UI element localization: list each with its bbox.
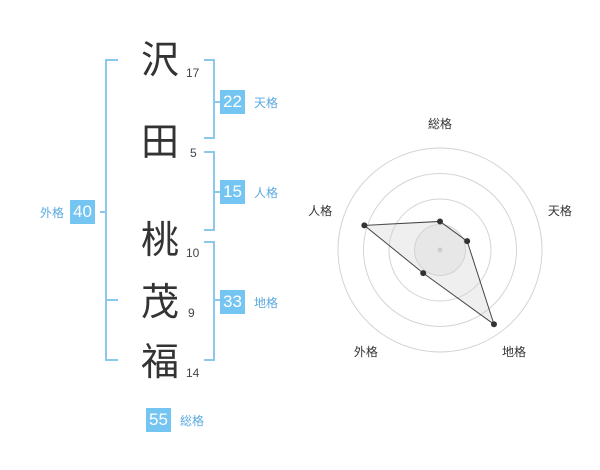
name-char-5: 福 [140, 340, 179, 384]
radar-axis-label-2: 天格 [548, 203, 572, 218]
radar-point-5 [361, 222, 368, 229]
name-char-3: 桃 [140, 218, 179, 262]
soukaku-value: 55 [146, 408, 171, 432]
gaikaku-label: 外格 [40, 206, 65, 220]
stroke-count-2: 5 [190, 146, 197, 160]
radar-ring-2 [388, 198, 492, 302]
radar-series-polygon [363, 220, 495, 326]
tenkaku-label: 天格 [254, 96, 279, 110]
jinkaku-value: 15 [220, 180, 245, 204]
jinkaku-bracket [204, 151, 215, 231]
radar-axis-label-1: 総格 [428, 116, 452, 131]
radar-point-2 [464, 238, 471, 245]
chikaku-value: 33 [220, 290, 245, 314]
chikaku-bracket [204, 241, 215, 361]
radar-point-1 [437, 218, 443, 225]
name-char-1: 沢 [140, 38, 179, 82]
stroke-count-3: 10 [186, 246, 200, 260]
radar-axis-label-3: 地格 [502, 344, 526, 359]
chikaku-label: 地格 [254, 296, 279, 310]
radar-point-3 [490, 321, 497, 328]
name-char-4: 茂 [140, 280, 179, 324]
stroke-count-5: 14 [186, 366, 200, 380]
radar-ring-3 [363, 173, 517, 327]
tenkaku-value: 22 [220, 90, 245, 114]
gaikaku-bracket [105, 59, 118, 361]
stroke-count-1: 17 [186, 66, 200, 80]
radar-point-4 [420, 270, 427, 277]
radar-center [437, 247, 443, 253]
radar-axis-label-5: 人格 [308, 203, 332, 218]
gaikaku-value: 40 [70, 200, 95, 224]
bracket-lines [100, 59, 220, 361]
soukaku-label: 総格 [180, 414, 205, 428]
name-char-2: 田 [140, 120, 179, 164]
radar-axis-label-4: 外格 [354, 344, 378, 359]
radar-ring-4 [337, 147, 543, 353]
stroke-count-4: 9 [188, 306, 195, 320]
tenkaku-bracket [204, 59, 215, 139]
jinkaku-label: 人格 [254, 186, 279, 200]
